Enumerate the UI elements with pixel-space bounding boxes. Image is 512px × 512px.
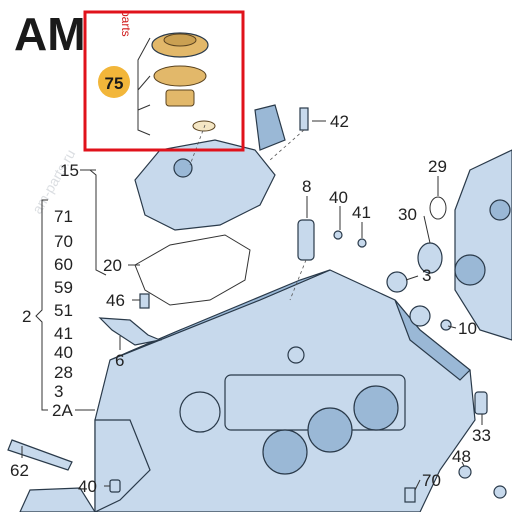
label-6: 6: [115, 351, 124, 370]
label-70b: 70: [422, 471, 441, 490]
engine-block: [94, 269, 476, 512]
small-parts: [7, 107, 507, 512]
label-15: 15: [60, 161, 79, 180]
label-29: 29: [428, 157, 447, 176]
label-3a: 3: [422, 266, 431, 285]
label-3b: 3: [54, 382, 63, 401]
label-2A: 2A: [52, 401, 73, 420]
label-59: 59: [54, 278, 73, 297]
label-41b: 41: [54, 324, 73, 343]
highlight-frame: [83, 10, 245, 152]
label-2: 2: [22, 307, 31, 326]
leader-lines: [21, 120, 483, 491]
label-40c: 40: [78, 477, 97, 496]
label-48: 48: [452, 447, 471, 466]
label-71: 71: [54, 207, 73, 226]
label-62: 62: [10, 461, 29, 480]
logo: AM parts: [14, 8, 133, 60]
part-labels: 42 15 29 8 40 41 30 71 70 60 59 20 3 46 …: [10, 112, 491, 496]
badge-label: 75: [105, 74, 124, 93]
label-46: 46: [106, 291, 125, 310]
watermark-small-left: am-parts.ru: [29, 147, 79, 217]
timing-cover: [454, 149, 512, 341]
label-42: 42: [330, 112, 349, 131]
label-60: 60: [54, 255, 73, 274]
gasket: [134, 234, 251, 306]
badge-circle: [98, 66, 130, 98]
label-33: 33: [472, 426, 491, 445]
label-28: 28: [54, 363, 73, 382]
highlight-group: 75: [83, 10, 245, 152]
logo-tag: parts: [119, 10, 133, 37]
label-30: 30: [398, 205, 417, 224]
label-20: 20: [103, 256, 122, 275]
logo-brand: AM: [14, 8, 86, 60]
label-bracket: [35, 199, 48, 411]
cylinder-head-cover: [134, 104, 286, 231]
label-10: 10: [458, 319, 477, 338]
label-40a: 40: [329, 188, 348, 207]
filter-components: [137, 32, 216, 136]
label-41: 41: [352, 203, 371, 222]
label-70a: 70: [54, 232, 73, 251]
label-8: 8: [302, 177, 311, 196]
label-51: 51: [54, 301, 73, 320]
label-40b: 40: [54, 343, 73, 362]
